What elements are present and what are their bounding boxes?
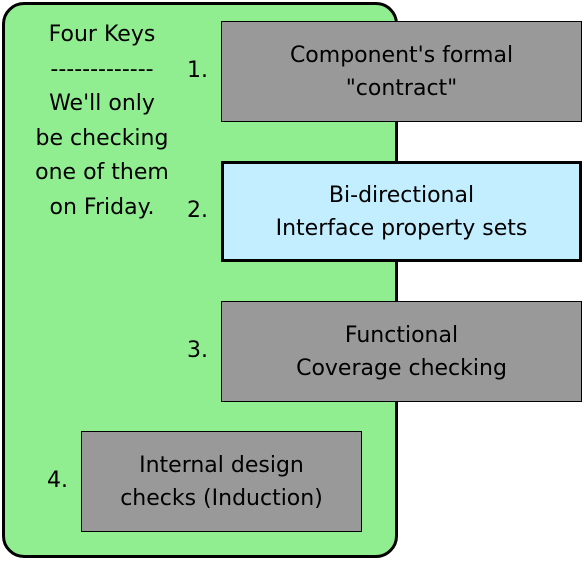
box-line: "contract" <box>345 75 458 101</box>
key-box-coverage: Functional Coverage checking <box>221 301 582 402</box>
box-line: Internal design <box>139 452 304 478</box>
item-number-4: 4. <box>47 468 68 493</box>
box-line: checks (Induction) <box>120 485 323 511</box>
item-number-2: 2. <box>187 198 208 223</box>
note-line: We'll only <box>49 91 155 116</box>
item-number-1: 1. <box>187 58 208 83</box>
box-line: Interface property sets <box>275 215 528 241</box>
box-line: Coverage checking <box>296 355 507 381</box>
key-box-contract: Component's formal "contract" <box>221 21 582 122</box>
note-line: be checking <box>35 125 169 151</box>
note-line: on Friday. <box>49 194 155 220</box>
key-box-interface-properties: Bi-directional Interface property sets <box>221 161 582 262</box>
four-keys-note: Four Keys ------------- We'll only be ch… <box>14 18 190 225</box>
key-box-internal-checks: Internal design checks (Induction) <box>81 431 362 532</box>
box-line: Component's formal <box>289 42 514 68</box>
box-line: Bi-directional <box>328 182 475 208</box>
note-line: Four Keys <box>48 22 156 47</box>
item-number-3: 3. <box>187 338 208 363</box>
note-line: ------------- <box>50 56 154 82</box>
note-line: one of them <box>35 160 169 185</box>
box-line: Functional <box>344 322 459 348</box>
